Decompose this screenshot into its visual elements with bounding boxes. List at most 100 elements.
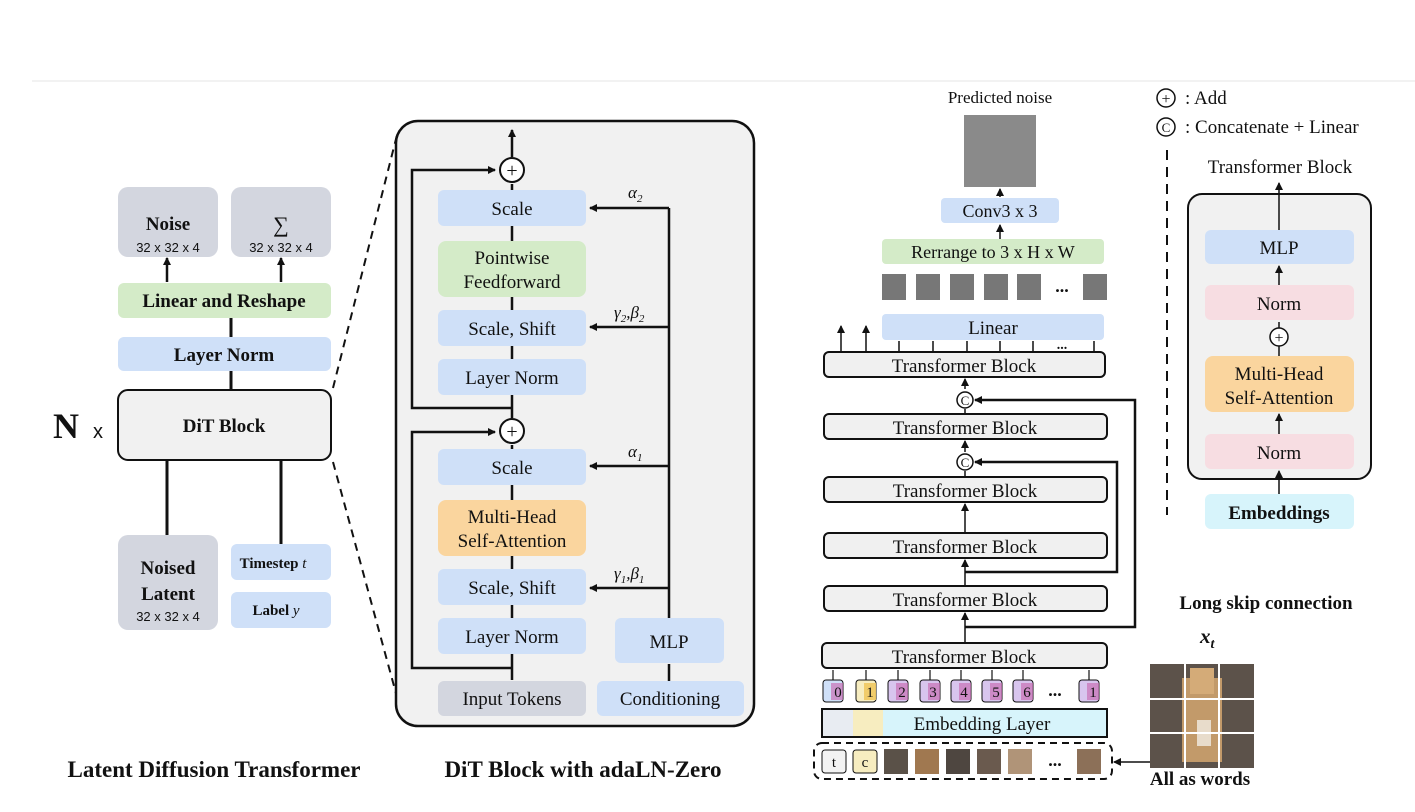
- conditioning-box: [597, 681, 744, 716]
- input-words-group: [813, 742, 1113, 780]
- token-id-2: 2: [898, 685, 906, 701]
- embedding-layer-c-region: [853, 710, 883, 736]
- zoom-line-top: [332, 134, 398, 389]
- legend-concat-circle: [1156, 117, 1176, 137]
- transformer-block-3: [823, 532, 1108, 559]
- residual-skip-upper: [410, 166, 512, 410]
- linear-reshape-label: Linear and Reshape: [142, 291, 305, 312]
- scale-bottom-box: [438, 449, 586, 485]
- token-up-arrows: [832, 670, 1090, 680]
- add-symbol-top: +: [506, 160, 517, 182]
- patches-ellipsis: ...: [1055, 276, 1069, 296]
- noise-title: Noise: [146, 214, 190, 235]
- layer-norm-top-label: Layer Norm: [465, 368, 559, 389]
- token-ids-ellipsis: ...: [1048, 680, 1062, 700]
- mlp-label: MLP: [649, 632, 688, 653]
- concat-symbol-2: C: [961, 455, 970, 470]
- sigma-dims: 32 x 32 x 4: [249, 240, 313, 255]
- layer-norm-label: Layer Norm: [174, 345, 275, 366]
- legend-add-circle: [1156, 88, 1176, 108]
- linear-box: [882, 314, 1104, 340]
- skip-inner: [965, 458, 1119, 574]
- dog-image: [1150, 664, 1254, 768]
- mhsa-line1: Multi-Head: [468, 507, 557, 528]
- scale-shift-bottom-box: [438, 569, 586, 605]
- ffn-box: [438, 241, 586, 297]
- scale-shift-top-label: Scale, Shift: [468, 319, 556, 340]
- add-symbol-mid: +: [506, 421, 517, 443]
- word-patches: [884, 749, 1101, 774]
- transformer-block-1: [821, 642, 1108, 669]
- token-id-6: 6: [1023, 685, 1031, 701]
- mhsa-box: [438, 500, 586, 556]
- legend-norm-top-label: Norm: [1257, 294, 1302, 315]
- middle-caption: DiT Block with adaLN-Zero: [444, 757, 721, 782]
- layer-norm-bottom-label: Layer Norm: [465, 627, 559, 648]
- concat-symbol-1: C: [961, 393, 970, 408]
- transformer-block-6: [823, 351, 1106, 378]
- token-id-3: 3: [929, 685, 937, 701]
- dit-block-detail: + + Scale Pointwise Feedforward Scale, S…: [394, 119, 756, 782]
- legend-add-label: : Add: [1185, 88, 1227, 109]
- add-circle-top: [499, 157, 525, 183]
- legend-add-symbol: +: [1161, 91, 1170, 108]
- word-c-label: c: [862, 755, 869, 771]
- skip-outer: [965, 396, 1137, 629]
- rearrange-box: [882, 239, 1104, 264]
- transformer-block-4: [823, 476, 1108, 503]
- token-id-last: 1: [1089, 685, 1097, 701]
- label-box: [231, 592, 331, 628]
- output-patches: [882, 274, 1107, 300]
- legend-embeddings-label: Embeddings: [1228, 503, 1329, 524]
- transformer-block-3-label: Transformer Block: [893, 537, 1038, 558]
- linear-reshape-box: [118, 283, 331, 318]
- gamma-beta2-label: γ2,β2: [614, 303, 645, 325]
- layer-norm-top-box: [438, 359, 586, 395]
- input-tokens-label: Input Tokens: [462, 689, 561, 710]
- scale-bottom-label: Scale: [491, 458, 532, 479]
- noise-box: [118, 187, 218, 257]
- legend: + : Add C : Concatenate + Linear Transfo…: [1156, 88, 1372, 529]
- noised-latent-line2: Latent: [141, 584, 196, 605]
- top-block-output-arrows: [837, 325, 1095, 352]
- input-tokens-box: [438, 681, 586, 716]
- token-id-0: 0: [834, 685, 842, 701]
- long-skip-label: Long skip connection: [1179, 593, 1353, 614]
- layer-norm-box: [118, 337, 331, 371]
- predicted-noise-image: [964, 115, 1036, 187]
- transformer-block-1-label: Transformer Block: [892, 647, 1037, 668]
- word-c: [852, 749, 878, 774]
- token-id-1: 1: [866, 685, 874, 701]
- embedding-layer-label: Embedding Layer: [914, 714, 1051, 735]
- n-symbol: N: [53, 406, 79, 446]
- word-t: [821, 749, 847, 774]
- skip-transformer-network: Predicted noise Conv3 x 3 Rerrange to 3 …: [813, 88, 1353, 790]
- dit-block-label: DiT Block: [183, 416, 266, 437]
- sigma-symbol: ∑: [273, 212, 289, 237]
- residual-skip-lower: [410, 428, 512, 670]
- ffn-line2: Feedforward: [463, 272, 561, 293]
- layer-norm-bottom-box: [438, 618, 586, 654]
- predicted-noise-label: Predicted noise: [948, 88, 1052, 107]
- alpha1-label: α1: [628, 442, 642, 464]
- legend-norm-bottom-label: Norm: [1257, 443, 1302, 464]
- zoom-line-bottom: [332, 461, 398, 698]
- concat-circle-2: [956, 453, 974, 471]
- word-patches-ellipsis: ...: [1048, 750, 1062, 770]
- word-t-label: t: [832, 755, 837, 771]
- mhsa-line2: Self-Attention: [458, 531, 567, 552]
- timestep-label: Timestep t: [240, 556, 308, 572]
- legend-add-symbol-block: +: [1274, 330, 1283, 347]
- conditioning-label: Conditioning: [620, 689, 721, 710]
- transformer-block-5: [823, 413, 1108, 440]
- conv-box: [941, 198, 1059, 223]
- token-id-4: 4: [960, 685, 968, 701]
- legend-add-circle-block: [1269, 327, 1289, 347]
- label-label: Label y: [252, 603, 299, 619]
- legend-concat-label: : Concatenate + Linear: [1185, 117, 1359, 138]
- noise-dims: 32 x 32 x 4: [136, 240, 200, 255]
- mlp-box: [615, 618, 724, 663]
- scale-top-box: [438, 190, 586, 226]
- add-circle-mid: [499, 418, 525, 444]
